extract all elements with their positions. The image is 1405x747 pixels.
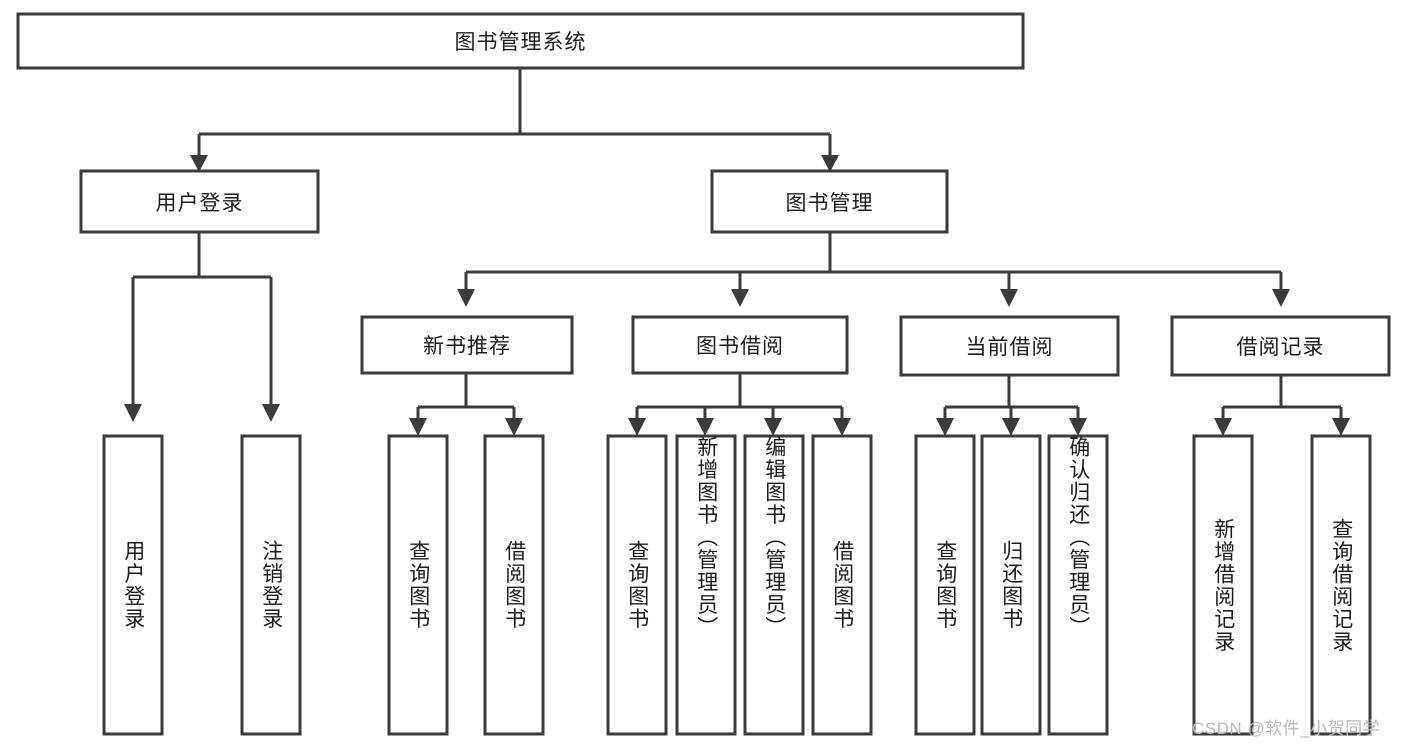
connector-borrowrecord-to-leaves xyxy=(1214,375,1350,436)
arrow-head-icon xyxy=(457,289,475,307)
node-box-borrow-record[interactable] xyxy=(1170,315,1391,377)
node-box-book-borrow[interactable] xyxy=(631,315,849,375)
arrow-head-icon xyxy=(696,418,714,436)
node-box-leaf-query-book-1[interactable] xyxy=(387,434,449,736)
arrow-head-icon xyxy=(1000,289,1018,307)
node-box-user-login[interactable] xyxy=(79,169,320,234)
arrow-head-icon xyxy=(936,418,954,436)
arrow-head-icon xyxy=(833,418,851,436)
arrow-head-icon xyxy=(190,155,208,172)
arrow-head-icon xyxy=(505,418,523,436)
node-box-leaf-query-book-3[interactable] xyxy=(914,434,976,736)
node-box-leaf-confirm-return[interactable] xyxy=(1047,434,1109,736)
arrow-head-icon xyxy=(764,418,782,436)
node-box-leaf-query-book-2[interactable] xyxy=(606,434,668,736)
connector-userlogin-to-leaves xyxy=(124,232,280,422)
node-box-leaf-return-book[interactable] xyxy=(980,434,1042,736)
connector-currentborrow-to-leaves xyxy=(936,375,1087,436)
node-box-leaf-borrow-book-1[interactable] xyxy=(483,434,545,736)
connector-newbook-to-leaves xyxy=(409,373,523,436)
arrow-head-icon xyxy=(821,155,839,172)
connector-bookborrow-to-leaves xyxy=(628,373,851,436)
node-box-current-borrow[interactable] xyxy=(899,315,1120,377)
connector-root-to-level2 xyxy=(190,68,839,172)
node-box-leaf-user-login[interactable] xyxy=(102,434,164,736)
arrow-head-icon xyxy=(1272,289,1290,307)
arrow-head-icon xyxy=(1214,418,1232,436)
arrow-head-icon xyxy=(731,289,749,307)
node-box-leaf-add-record[interactable] xyxy=(1192,434,1254,736)
arrow-head-icon xyxy=(262,404,280,422)
arrow-head-icon xyxy=(409,418,427,436)
arrow-head-icon xyxy=(1002,418,1020,436)
connector-bookmanage-to-level3 xyxy=(457,232,1290,307)
node-box-new-book-recommend[interactable] xyxy=(360,315,574,375)
node-box-leaf-borrow-book-2[interactable] xyxy=(811,434,873,736)
arrow-head-icon xyxy=(124,404,142,422)
arrow-head-icon xyxy=(628,418,646,436)
node-box-root[interactable] xyxy=(16,12,1025,70)
node-box-leaf-edit-book[interactable] xyxy=(743,434,805,736)
arrow-head-icon xyxy=(1332,418,1350,436)
node-box-leaf-query-record[interactable] xyxy=(1310,434,1372,736)
node-box-leaf-add-book[interactable] xyxy=(675,434,737,736)
node-box-leaf-logout[interactable] xyxy=(240,434,302,736)
node-box-book-manage[interactable] xyxy=(710,169,949,234)
watermark-text: CSDN @软件_小贺同学 xyxy=(1192,719,1381,738)
arrow-head-icon xyxy=(1069,418,1087,436)
